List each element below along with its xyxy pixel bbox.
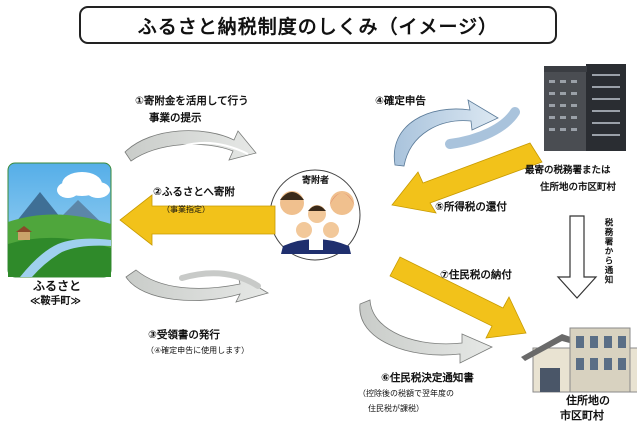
step4-label: ④確定申告 bbox=[375, 95, 426, 107]
hometown-landscape-icon bbox=[7, 162, 112, 278]
step4-curve-arrow bbox=[393, 99, 499, 167]
step6-label: ⑥住民税決定通知書 bbox=[381, 372, 474, 384]
municipality-label-line2: 市区町村 bbox=[560, 409, 604, 422]
step4-return-curve bbox=[445, 107, 520, 149]
step3-label: ③受領書の発行 bbox=[148, 329, 220, 341]
hometown-label: ふるさと bbox=[33, 279, 82, 293]
step1-label-line2: 事業の提示 bbox=[149, 112, 202, 124]
tax-office-label-line2: 住所地の市区町村 bbox=[540, 182, 617, 193]
tax-office-label-line1: 最寄の税務署または bbox=[525, 165, 611, 176]
step6-note-line2: 住民税が課税） bbox=[368, 404, 424, 413]
step3-curve-arrow bbox=[125, 269, 270, 303]
notify-label: 税務署から通知 bbox=[603, 218, 613, 285]
step2-donation-arrow bbox=[119, 194, 276, 246]
tax-office-building-icon bbox=[544, 64, 626, 151]
page-title-text: ふるさと納税制度のしくみ（イメージ） bbox=[137, 15, 499, 38]
municipality-label-line1: 住所地の bbox=[566, 394, 610, 407]
step2-label: ②ふるさとへ寄附 bbox=[153, 186, 235, 198]
hometown-sublabel: ≪鞍手町≫ bbox=[30, 296, 81, 307]
step6-curve-arrow bbox=[359, 299, 493, 364]
donor-family-icon bbox=[269, 169, 361, 261]
municipality-building-icon bbox=[521, 327, 637, 393]
step1-curve-arrow bbox=[124, 130, 257, 162]
step1-return-curve bbox=[159, 142, 249, 157]
donor-label: 寄附者 bbox=[302, 176, 330, 186]
step7-label: ⑦住民税の納付 bbox=[440, 269, 512, 281]
step5-label: ⑤所得税の還付 bbox=[435, 201, 507, 213]
step3-note: （④確定申告に使用します） bbox=[146, 346, 250, 355]
notify-down-arrow bbox=[556, 215, 598, 299]
step6-note-line1: （控除後の税額で翌年度の bbox=[358, 389, 454, 398]
step5-refund-arrow bbox=[391, 142, 543, 214]
step3-return-curve bbox=[179, 270, 261, 289]
step2-note: （事業指定） bbox=[162, 205, 210, 214]
step1-label-line1: ①寄附金を活用して行う bbox=[135, 95, 249, 107]
step7-payment-arrow bbox=[389, 256, 527, 339]
page-title: ふるさと納税制度のしくみ（イメージ） bbox=[79, 6, 557, 44]
